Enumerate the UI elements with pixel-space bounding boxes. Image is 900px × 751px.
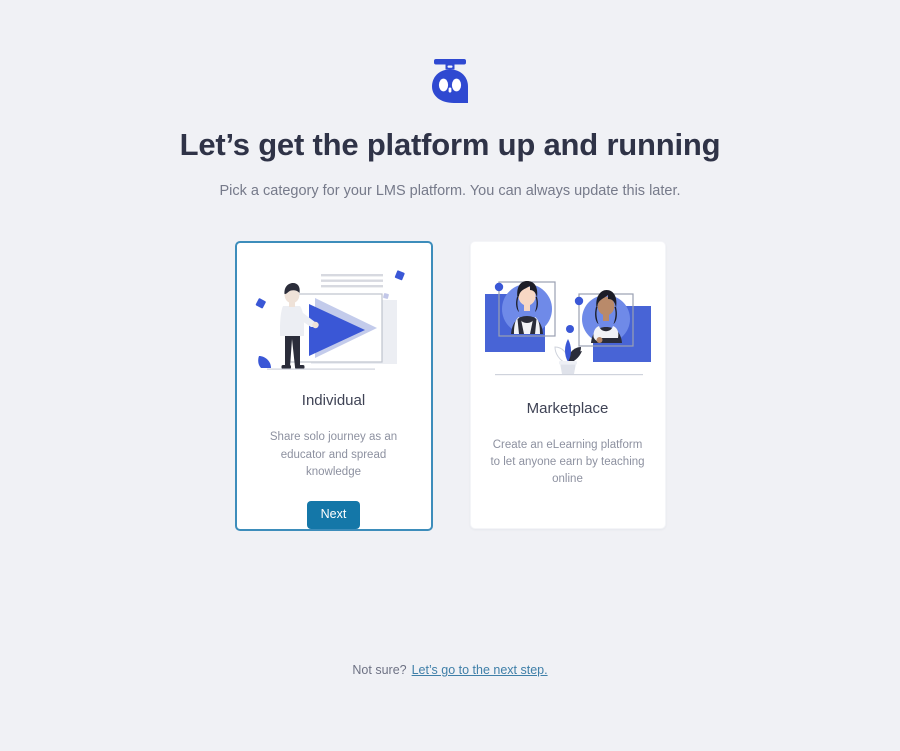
footer: Not sure? Let’s go to the next step. [0,663,900,677]
category-card-individual[interactable]: Individual Share solo journey as an educ… [234,240,433,531]
card-description-marketplace: Create an eLearning platform to let anyo… [490,438,645,486]
next-step-link[interactable]: Let’s go to the next step. [411,663,548,677]
brand-logo [420,57,480,109]
page-subtitle: Pick a category for your LMS platform. Y… [219,182,681,199]
individual-illustration [237,253,431,385]
card-title-marketplace: Marketplace [526,399,609,417]
marketplace-illustration [471,252,665,392]
next-button[interactable]: Next [306,501,361,529]
page-title: Let’s get the platform up and running [179,127,721,162]
card-title-individual: Individual [301,392,366,410]
card-description-individual: Share solo journey as an educator and sp… [269,431,398,478]
category-card-list: Individual Share solo journey as an educ… [234,240,666,531]
owl-logo-icon [428,57,472,110]
category-card-marketplace[interactable]: Marketplace Create an eLearning platform… [469,240,666,529]
footer-prompt: Not sure? [352,663,407,677]
